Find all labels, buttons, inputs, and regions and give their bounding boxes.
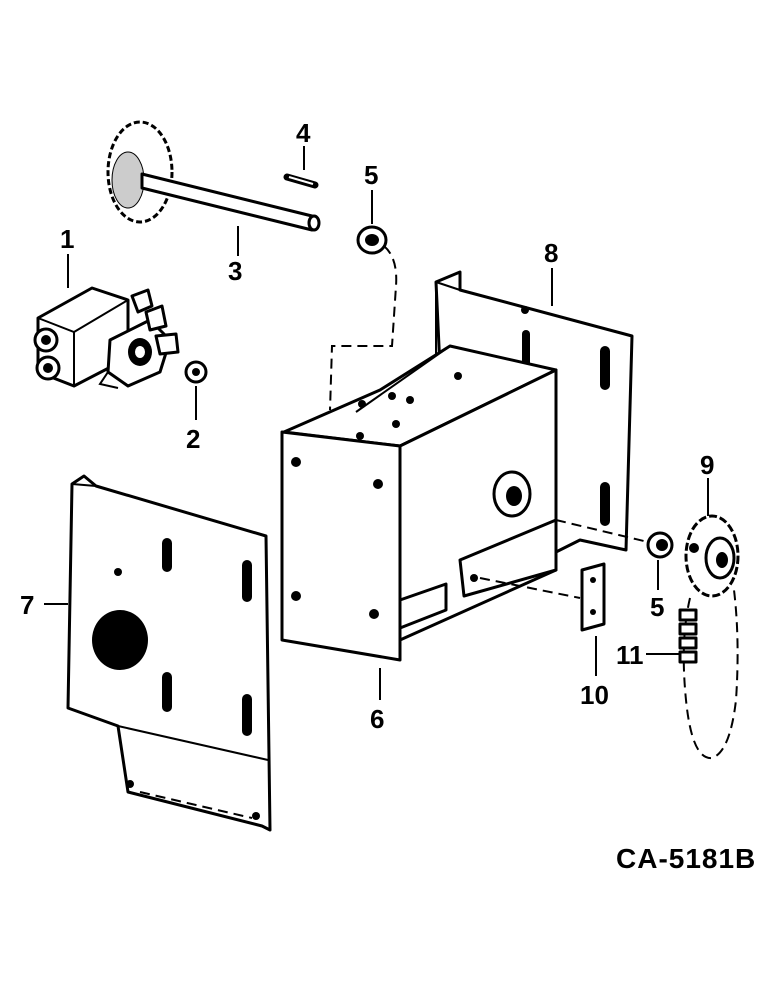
callout-11: 11 — [616, 640, 644, 670]
callout-7: 7 — [20, 590, 34, 620]
assembly-line-bracket — [479, 577, 581, 599]
assembly-line-upper — [329, 245, 398, 411]
callout-5-lower: 5 — [650, 592, 664, 622]
part-4-pin — [283, 173, 319, 189]
callout-1: 1 — [60, 224, 74, 254]
callout-4: 4 — [296, 118, 311, 148]
callout-6: 6 — [370, 704, 384, 734]
callout-3: 3 — [228, 256, 242, 286]
callout-2: 2 — [186, 424, 200, 454]
part-5-bushing-upper — [356, 225, 388, 255]
part-10-bracket — [580, 562, 606, 632]
callout-5-upper: 5 — [364, 160, 378, 190]
part-3-shaft-sprocket — [106, 120, 321, 232]
part-6-box — [280, 344, 558, 662]
part-1-switch-assembly — [33, 286, 180, 389]
part-11-chain — [678, 589, 739, 760]
part-2-nut — [184, 360, 208, 384]
part-5-bushing-lower — [646, 531, 674, 559]
callout-10: 10 — [580, 680, 609, 710]
part-9-sprocket — [684, 514, 740, 598]
part-7-front-plate — [66, 474, 272, 832]
callout-9: 9 — [700, 450, 714, 480]
figure-code: CA-5181B — [616, 843, 756, 874]
callout-8: 8 — [544, 238, 558, 268]
